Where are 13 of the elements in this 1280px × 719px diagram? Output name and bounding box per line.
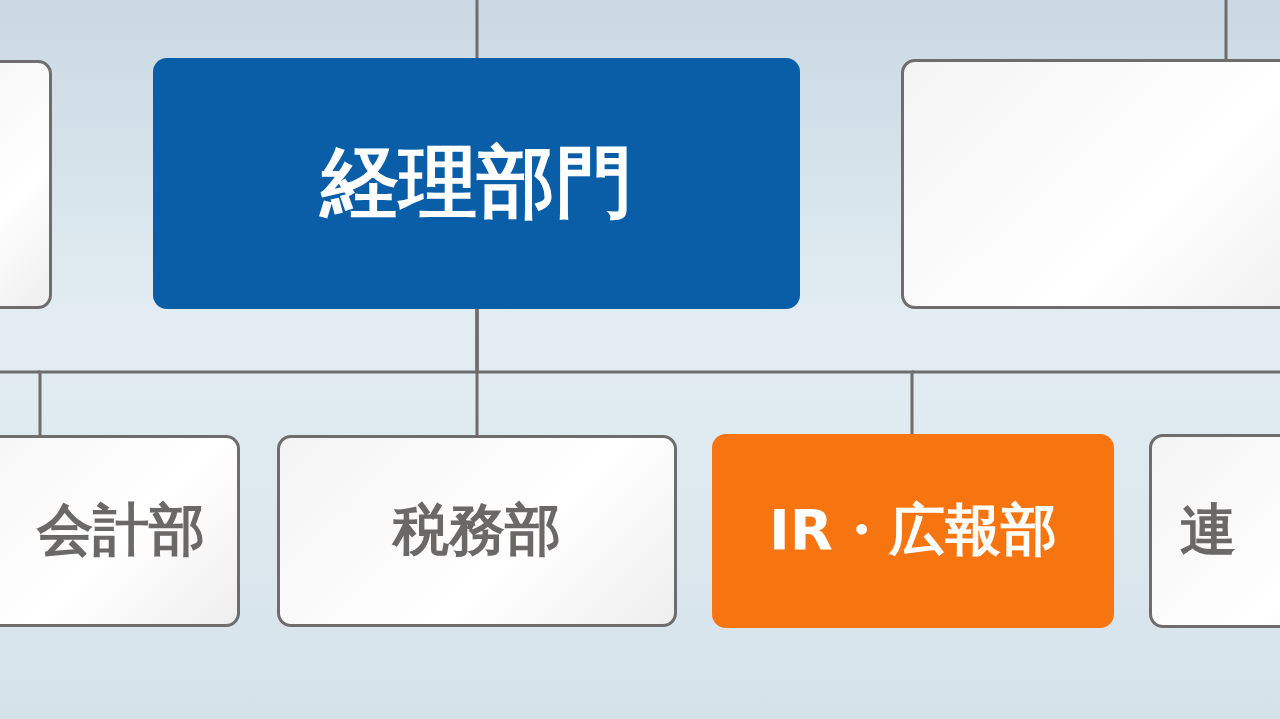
connector-line <box>475 0 479 58</box>
department-box <box>277 435 677 627</box>
connector-line <box>475 309 914 434</box>
department-name: 税務部 <box>393 496 561 564</box>
empty-box <box>901 59 1280 309</box>
department-name: IR・広報部 <box>769 496 1057 564</box>
connector-line <box>1224 0 1228 59</box>
department-name: 経理部門 <box>320 136 633 229</box>
department-name: 会計部 <box>37 496 205 564</box>
highlighted-department-box <box>712 434 1114 628</box>
department-name: 連 <box>1180 496 1236 564</box>
department-box <box>0 435 240 627</box>
division-box <box>153 58 800 309</box>
